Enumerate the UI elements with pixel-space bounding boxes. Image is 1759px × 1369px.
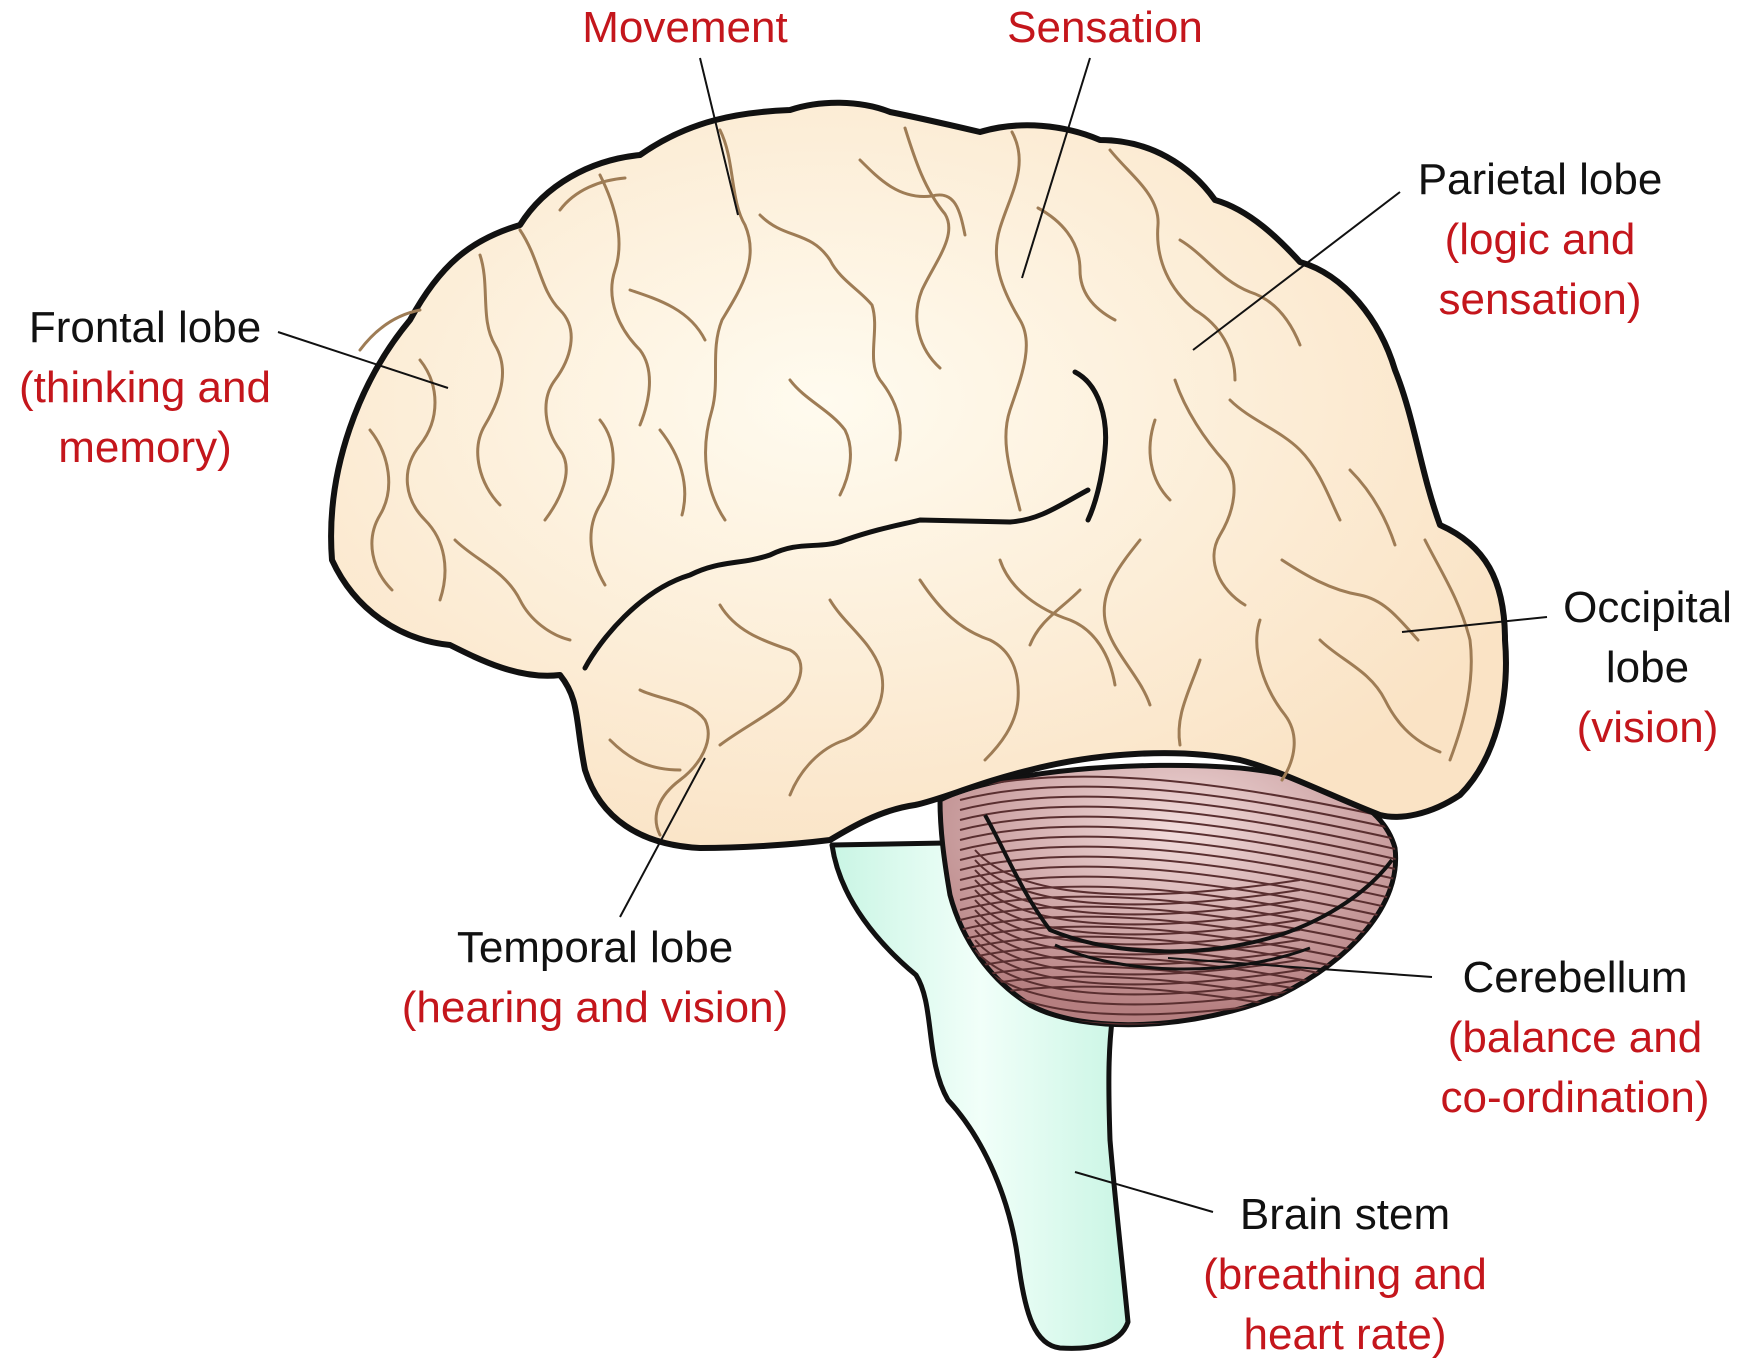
label-sensation-function: Sensation [1007, 3, 1203, 52]
label-temporal-lobe: Temporal lobe (hearing and vision) [360, 918, 830, 1038]
leader-parietal [1192, 191, 1401, 351]
cerebellum-folium [974, 859, 1301, 906]
label-occipital-lobe: Occipital lobe (vision) [1545, 578, 1750, 758]
cerebellum-folium [959, 815, 1396, 861]
label-temporal-function: (hearing and vision) [401, 983, 789, 1032]
label-brain-stem: Brain stem (breathing and heart rate) [1175, 1185, 1515, 1365]
cerebellum-folium [959, 825, 1396, 871]
leader-cerebellum [1167, 957, 1433, 978]
cerebellum-folium [974, 929, 1301, 976]
label-cerebellum: Cerebellum (balance and co-ordination) [1415, 948, 1735, 1128]
label-parietal-function-2: sensation) [1438, 275, 1642, 324]
label-sensation: Sensation [985, 0, 1225, 58]
label-brainstem-function-1: (breathing and [1203, 1250, 1487, 1299]
cerebellum-folium [959, 805, 1396, 851]
leader-frontal [277, 331, 449, 389]
label-cerebellum-name: Cerebellum [1462, 953, 1688, 1002]
cerebellum-folium [974, 879, 1301, 926]
leader-brainstem [1074, 1171, 1214, 1213]
cerebellum [937, 762, 1399, 1028]
label-occipital-function: (vision) [1576, 703, 1719, 752]
label-brainstem-name: Brain stem [1239, 1190, 1451, 1239]
cerebellum-folium [959, 785, 1396, 831]
leader-sensation [1021, 57, 1091, 279]
cerebellum-folium [959, 855, 1396, 901]
cerebellum-folium [959, 835, 1396, 881]
cerebellum-folium [974, 849, 1301, 896]
label-movement: Movement [565, 0, 805, 58]
label-temporal-name: Temporal lobe [456, 923, 734, 972]
cerebellum-folium [974, 949, 1301, 996]
label-frontal-function-2: memory) [58, 423, 232, 472]
cerebellum-folium [974, 939, 1301, 986]
label-parietal-function-1: (logic and [1444, 215, 1636, 264]
label-cerebellum-function-2: co-ordination) [1440, 1073, 1710, 1122]
cerebellum-folium [974, 889, 1301, 936]
label-frontal-function-1: (thinking and [19, 363, 271, 412]
leader-temporal [619, 757, 706, 918]
label-occipital-name-1: Occipital [1563, 583, 1732, 632]
leader-movement [699, 57, 739, 216]
cerebellum-folium [959, 775, 1396, 821]
leader-lines [277, 57, 1548, 1213]
label-frontal-name: Frontal lobe [28, 303, 262, 352]
label-frontal-lobe: Frontal lobe (thinking and memory) [0, 298, 290, 478]
cerebellum-folium [959, 795, 1396, 841]
label-parietal-lobe: Parietal lobe (logic and sensation) [1380, 150, 1700, 330]
cerebrum [328, 99, 1509, 851]
cerebellum-folium [974, 919, 1301, 966]
gyri-lines [358, 126, 1473, 837]
label-parietal-name: Parietal lobe [1417, 155, 1663, 204]
cerebellum-folium [974, 869, 1301, 916]
cerebellum-folium [974, 899, 1301, 946]
label-cerebellum-function-1: (balance and [1447, 1013, 1703, 1062]
leader-occipital [1401, 616, 1548, 633]
label-movement-function: Movement [582, 3, 788, 52]
label-occipital-name-2: lobe [1605, 643, 1690, 692]
label-brainstem-function-2: heart rate) [1243, 1310, 1447, 1359]
